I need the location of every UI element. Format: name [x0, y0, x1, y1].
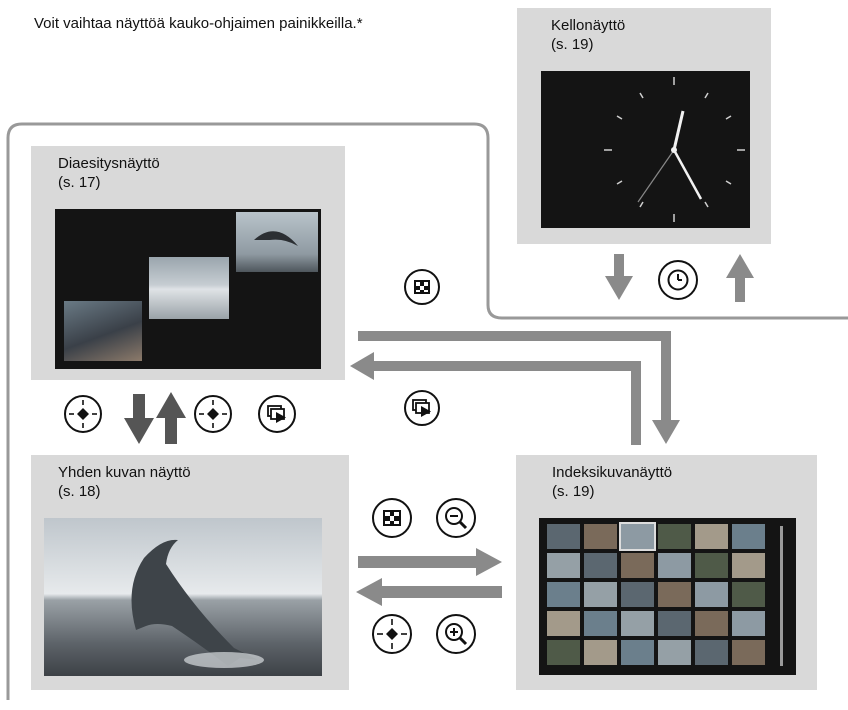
- arrow-index-to-slideshow: [350, 352, 641, 445]
- index-panel-title: Indeksikuvanäyttö (s. 19): [552, 463, 672, 501]
- enter-button[interactable]: [372, 614, 412, 654]
- slideshow-panel-title: Diaesitysnäyttö (s. 17): [58, 154, 160, 192]
- single-image-panel: Yhden kuvan näyttö (s. 18): [31, 455, 349, 690]
- thumbnail[interactable]: [621, 611, 654, 636]
- thumbnail[interactable]: [584, 640, 617, 665]
- loop-frame: [6, 122, 848, 700]
- thumbnail[interactable]: [658, 611, 691, 636]
- slideshow-panel: Diaesitysnäyttö (s. 17): [31, 146, 345, 380]
- arrow-to-clock-down: [605, 254, 633, 300]
- thumbnail[interactable]: [619, 522, 656, 551]
- zoom-out-button[interactable]: [436, 498, 476, 538]
- grid-icon: [414, 280, 430, 294]
- zoom-in-button[interactable]: [436, 614, 476, 654]
- thumbnail[interactable]: [695, 582, 728, 607]
- single-title: Yhden kuvan näyttö: [58, 464, 191, 481]
- thumbnail[interactable]: [732, 524, 765, 549]
- index-panel: Indeksikuvanäyttö (s. 19): [516, 455, 817, 690]
- thumbnail[interactable]: [695, 553, 728, 578]
- clock-page-ref: (s. 19): [551, 36, 594, 53]
- thumbnail[interactable]: [695, 524, 728, 549]
- thumbnail[interactable]: [547, 553, 580, 578]
- zoom-out-icon: [445, 507, 468, 530]
- thumbnail[interactable]: [621, 582, 654, 607]
- slideshow-button[interactable]: [404, 390, 440, 426]
- single-image-screen: [44, 518, 322, 676]
- thumbnail[interactable]: [695, 611, 728, 636]
- index-page-ref: (s. 19): [552, 483, 595, 500]
- zoom-in-icon: [445, 623, 468, 646]
- photo-dolphin: [236, 212, 318, 272]
- arrow-index-to-single: [356, 578, 502, 606]
- slideshow-page-ref: (s. 17): [58, 174, 101, 191]
- thumbnail[interactable]: [547, 640, 580, 665]
- thumbnail[interactable]: [732, 640, 765, 665]
- enter-button[interactable]: [64, 395, 102, 433]
- clock-button[interactable]: [658, 260, 698, 300]
- slideshow-title: Diaesitysnäyttö: [58, 155, 160, 172]
- thumbnail[interactable]: [732, 553, 765, 578]
- photo-coral-reef: [64, 301, 142, 361]
- thumbnail[interactable]: [584, 553, 617, 578]
- thumbnail[interactable]: [732, 582, 765, 607]
- arrow-from-clock-up: [726, 254, 754, 302]
- clock-screen: [541, 71, 750, 228]
- grid-icon: [383, 510, 401, 526]
- clock-title: Kellonäyttö: [551, 17, 626, 34]
- clock-panel-title: Kellonäyttö (s. 19): [551, 16, 625, 54]
- enter-icon: [199, 400, 227, 428]
- enter-icon: [69, 400, 97, 428]
- thumbnail[interactable]: [547, 611, 580, 636]
- intro-text: Voit vaihtaa näyttöä kauko-ohjaimen pain…: [34, 15, 363, 32]
- arrow-single-to-slideshow: [156, 392, 186, 444]
- single-page-ref: (s. 18): [58, 483, 101, 500]
- clock-panel: Kellonäyttö (s. 19): [517, 8, 771, 244]
- thumbnail[interactable]: [547, 524, 580, 549]
- single-panel-title: Yhden kuvan näyttö (s. 18): [58, 463, 191, 501]
- thumbnail[interactable]: [621, 553, 654, 578]
- clock-icon: [667, 269, 689, 291]
- thumbnail[interactable]: [658, 553, 691, 578]
- slideshow-button[interactable]: [258, 395, 296, 433]
- enter-button[interactable]: [194, 395, 232, 433]
- index-view-button[interactable]: [404, 269, 440, 305]
- analog-clock-icon: [604, 77, 745, 222]
- index-title: Indeksikuvanäyttö: [552, 464, 673, 481]
- arrow-slideshow-to-single: [124, 394, 154, 444]
- index-view-button[interactable]: [372, 498, 412, 538]
- photo-sea-horizon: [149, 257, 229, 319]
- thumbnail[interactable]: [621, 640, 654, 665]
- thumbnail[interactable]: [658, 524, 691, 549]
- thumbnail[interactable]: [695, 640, 728, 665]
- thumbnail[interactable]: [658, 582, 691, 607]
- arrow-slideshow-to-index: [358, 331, 680, 444]
- thumbnail[interactable]: [584, 611, 617, 636]
- index-thumbnail-grid: [539, 518, 796, 675]
- arrow-single-to-index: [358, 548, 502, 576]
- slideshow-icon: [267, 405, 286, 423]
- thumbnail[interactable]: [584, 524, 617, 549]
- grid-scrollbar[interactable]: [780, 526, 783, 666]
- slideshow-screen: [55, 209, 321, 369]
- thumbnail[interactable]: [732, 611, 765, 636]
- dolphin-photo: [131, 539, 264, 668]
- thumbnail[interactable]: [547, 582, 580, 607]
- thumbnail[interactable]: [584, 582, 617, 607]
- thumbnail[interactable]: [658, 640, 691, 665]
- slideshow-icon: [412, 399, 431, 417]
- enter-icon: [377, 619, 407, 649]
